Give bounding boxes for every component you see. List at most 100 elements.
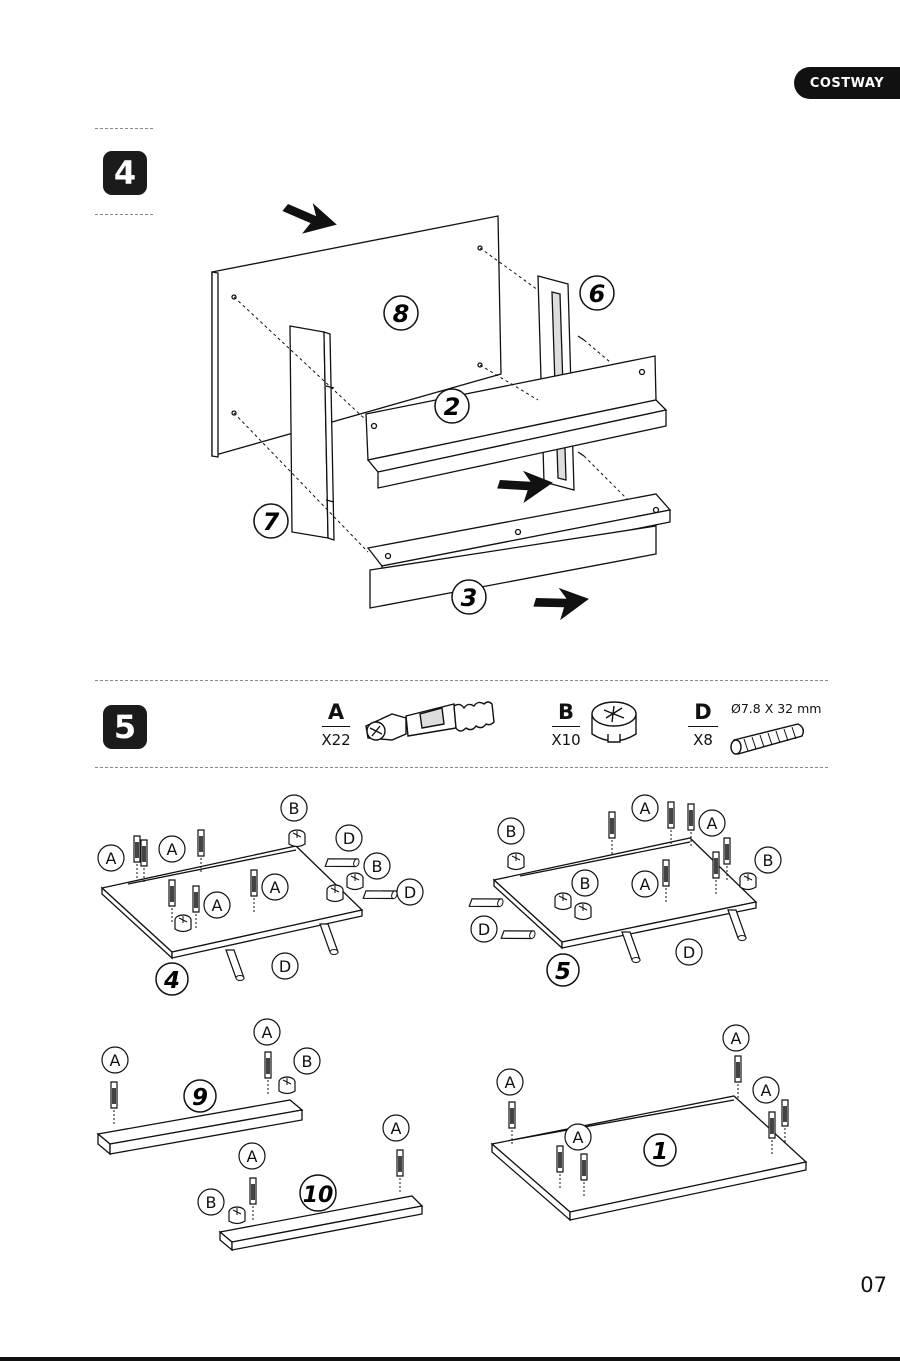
step-5-divider-top [95,680,828,681]
callout-a: A [632,795,658,821]
panel-label-7: 7 [254,504,288,538]
callout-letter: A [761,1081,772,1100]
callout-letter: A [505,1073,516,1092]
part-quantity: X8 [684,731,722,749]
step-4-diagram: 8 6 2 7 3 [0,200,900,660]
callout-letter: B [580,874,591,893]
wooden-dowel-icon [726,718,808,758]
callout-letter: B [302,1052,313,1071]
footer-rule [0,1357,900,1361]
callout-a: A [98,845,124,871]
svg-text:2: 2 [444,393,461,421]
callout-letter: A [640,799,651,818]
callout-letter: A [106,849,117,868]
callout-b: B [572,870,598,896]
callout-a: A [497,1069,523,1095]
callout-a: A [699,810,725,836]
direction-arrow-icon [531,583,592,624]
callout-a: A [102,1047,128,1073]
callout-letter: D [683,943,695,962]
callout-letter: B [289,799,300,818]
callout-letter: D [478,920,490,939]
callout-d: D [676,939,702,965]
svg-text:6: 6 [589,280,606,308]
callout-letter: B [206,1193,217,1212]
callout-letter: A [707,814,718,833]
callout-letter: B [372,857,383,876]
side-panel-7 [290,326,334,540]
callout-letter: A [110,1051,121,1070]
part-quantity: X22 [313,731,359,749]
callout-letter: A [573,1128,584,1147]
panel-label-6: 6 [580,276,614,310]
part-code: B [552,700,580,727]
part-code: D [688,700,717,727]
callout-a: A [383,1115,409,1141]
callout-letter: A [212,896,223,915]
callout-d: D [336,825,362,851]
callout-a: A [254,1019,280,1045]
svg-text:7: 7 [263,508,280,536]
svg-text:9: 9 [192,1085,208,1111]
panel-label-10: 10 [300,1175,336,1211]
panel-label-9: 9 [184,1080,216,1112]
svg-text:10: 10 [303,1183,334,1208]
callout-b: B [281,795,307,821]
cam-bolt-icon [362,698,502,750]
callout-b: B [498,818,524,844]
callout-a: A [262,874,288,900]
callout-letter: D [404,883,416,902]
dowel-spec: Ø7.8 X 32 mm [731,701,821,716]
callout-a: A [753,1077,779,1103]
panel-label-3: 3 [452,580,486,614]
cam-lock-nut-icon [586,694,642,750]
panel-label-5: 5 [547,954,579,986]
svg-text:8: 8 [393,300,410,328]
svg-text:1: 1 [652,1139,668,1165]
callout-a: A [239,1143,265,1169]
svg-text:4: 4 [163,968,180,994]
callout-a: A [723,1025,749,1051]
callout-letter: A [640,875,651,894]
panel-label-4: 4 [156,963,188,995]
part-a-label: A X22 [313,700,359,749]
callout-a: A [204,892,230,918]
direction-arrow-icon [279,200,340,240]
callout-b: B [364,853,390,879]
callout-d: D [471,916,497,942]
bottom-rail-3 [368,494,670,608]
svg-text:3: 3 [461,584,478,612]
callout-b: B [294,1048,320,1074]
part-code: A [322,700,350,727]
callout-a: A [565,1124,591,1150]
callout-a: A [159,836,185,862]
callout-letter: D [279,957,291,976]
callout-letter: A [167,840,178,859]
callout-letter: B [763,851,774,870]
step-5-divider-bottom [95,767,828,768]
divider-top [95,128,153,129]
part-quantity: X10 [543,731,589,749]
callout-letter: A [391,1119,402,1138]
step-5-badge: 5 [103,705,147,749]
callout-letter: A [731,1029,742,1048]
panel-label-1: 1 [644,1134,676,1166]
callout-d: D [397,879,423,905]
callout-b: B [755,847,781,873]
step-4-badge: 4 [103,151,147,195]
panel-label-8: 8 [384,296,418,330]
callout-b: B [198,1189,224,1215]
part-b-label: B X10 [543,700,589,749]
panel-label-2: 2 [435,389,469,423]
callout-letter: A [270,878,281,897]
callout-a: A [632,871,658,897]
callout-letter: A [262,1023,273,1042]
callout-d: D [272,953,298,979]
brand-logo: COSTWAY [794,67,900,99]
svg-text:5: 5 [555,959,571,985]
callout-letter: B [506,822,517,841]
callout-letter: D [343,829,355,848]
callout-letter: A [247,1147,258,1166]
page-number: 07 [860,1273,887,1297]
